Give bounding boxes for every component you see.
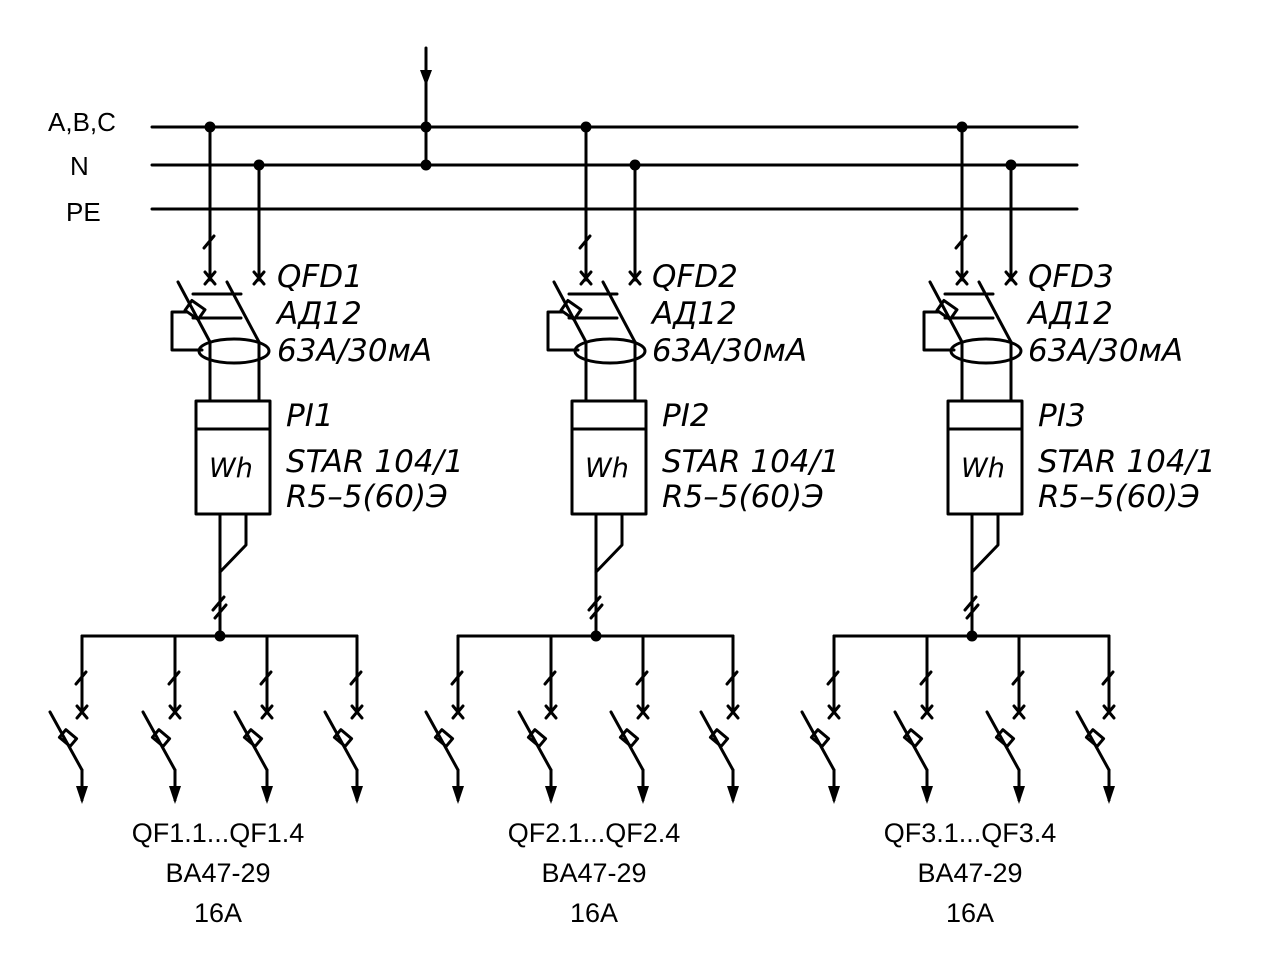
breakers-rating: 16A bbox=[194, 898, 242, 928]
breaker-1 bbox=[424, 634, 466, 806]
meter-model: STAR 104/1 bbox=[286, 444, 464, 480]
pe-bus-label: PE bbox=[66, 197, 101, 227]
feeder-group-3: QFD3 АД12 63A/30мA PI3 STAR 104/1 R5–5(6… bbox=[800, 120, 1216, 928]
rcd-ref: QFD2 bbox=[652, 259, 738, 295]
breakers-rating: 16A bbox=[946, 898, 994, 928]
meter-type: R5–5(60)Э bbox=[662, 479, 824, 515]
feeder-group-2: QFD2 АД12 63A/30мA PI2 STAR 104/1 R5–5(6… bbox=[424, 120, 840, 928]
breaker-4 bbox=[323, 634, 365, 806]
meter-symbol: Wh bbox=[209, 453, 253, 484]
rcd-rating: 63A/30мA bbox=[1028, 333, 1183, 369]
breakers-rating: 16A bbox=[570, 898, 618, 928]
meter-model: STAR 104/1 bbox=[662, 444, 840, 480]
breaker-4 bbox=[699, 634, 741, 806]
breaker-2 bbox=[517, 634, 559, 806]
meter-type: R5–5(60)Э bbox=[286, 479, 448, 515]
meter-symbol: Wh bbox=[961, 453, 1005, 484]
meter-ref: PI2 bbox=[662, 398, 710, 434]
rcd-model: АД12 bbox=[1026, 296, 1113, 332]
breaker-3 bbox=[985, 634, 1027, 806]
breakers-model: BA47-29 bbox=[541, 858, 646, 888]
breaker-1 bbox=[48, 634, 90, 806]
breakers-model: BA47-29 bbox=[165, 858, 270, 888]
feeder-group-1: QFD1 АД12 63A/30мA PI1 STAR 104/1 R5–5(6… bbox=[48, 120, 464, 928]
rcd-meter-block bbox=[80, 120, 359, 643]
breakers-refs: QF3.1...QF3.4 bbox=[884, 818, 1057, 848]
breaker-3 bbox=[233, 634, 275, 806]
breaker-2 bbox=[893, 634, 935, 806]
breakers-model: BA47-29 bbox=[917, 858, 1022, 888]
meter-ref: PI3 bbox=[1038, 398, 1086, 434]
rcd-model: АД12 bbox=[650, 296, 737, 332]
meter-model: STAR 104/1 bbox=[1038, 444, 1216, 480]
breaker-1 bbox=[800, 634, 842, 806]
rcd-meter-block bbox=[832, 120, 1111, 643]
breaker-4 bbox=[1075, 634, 1117, 806]
rcd-meter-block bbox=[456, 120, 735, 643]
meter-type: R5–5(60)Э bbox=[1038, 479, 1200, 515]
rcd-model: АД12 bbox=[275, 296, 362, 332]
rcd-rating: 63A/30мA bbox=[652, 333, 807, 369]
breakers-refs: QF2.1...QF2.4 bbox=[508, 818, 681, 848]
incoming-feeder bbox=[420, 46, 432, 171]
rcd-ref: QFD3 bbox=[1028, 259, 1114, 295]
meter-symbol: Wh bbox=[585, 453, 629, 484]
phase-bus-label: A,B,C bbox=[48, 107, 116, 137]
rcd-ref: QFD1 bbox=[277, 259, 363, 295]
breakers-refs: QF1.1...QF1.4 bbox=[132, 818, 305, 848]
meter-ref: PI1 bbox=[286, 398, 334, 434]
neutral-bus-label: N bbox=[70, 151, 89, 181]
rcd-rating: 63A/30мA bbox=[277, 333, 432, 369]
breaker-2 bbox=[141, 634, 183, 806]
breaker-3 bbox=[609, 634, 651, 806]
